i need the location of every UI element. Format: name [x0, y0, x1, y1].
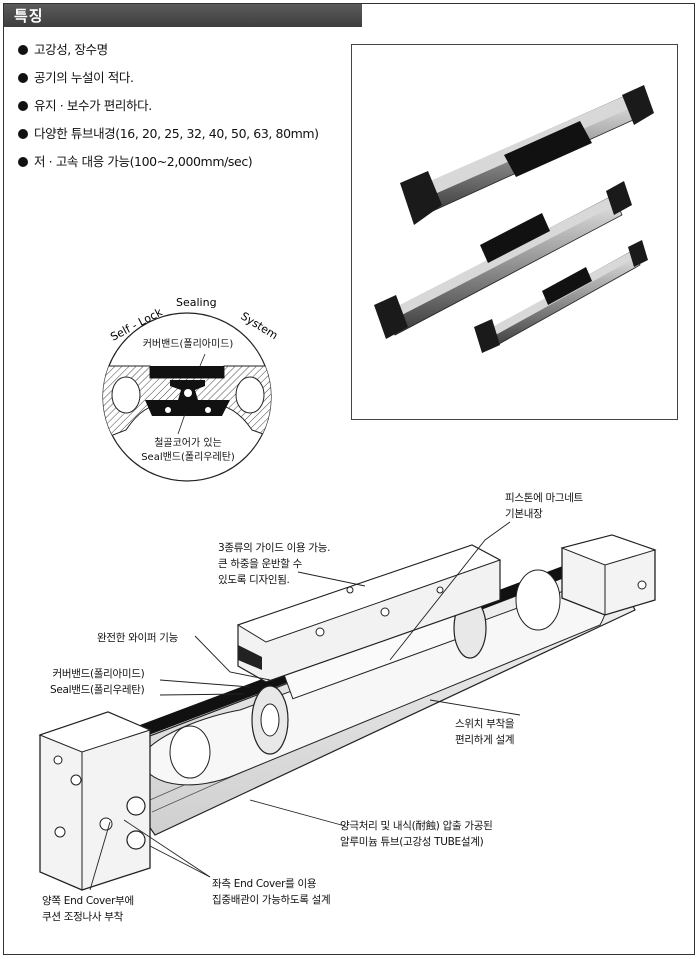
section-header: 특징: [4, 4, 362, 27]
bullet-icon: [18, 45, 28, 55]
seal-leader-line: [177, 413, 186, 435]
product-photo: [351, 44, 678, 420]
feature-item: 공기의 누설이 적다.: [18, 70, 319, 98]
feature-item: 저 · 고속 대응 가능(100~2,000mm/sec): [18, 154, 319, 182]
feature-item: 유지 · 보수가 편리하다.: [18, 98, 319, 126]
port-lower: [126, 830, 146, 850]
arc-word-sealing: Sealing: [176, 296, 217, 309]
callout-bands: 커버밴드(폴리아미드) Seal밴드(폴리우레탄): [50, 668, 145, 696]
cover-band-label: 커버밴드(폴리아미드): [142, 339, 234, 350]
callout-wiper: 완전한 와이퍼 기능: [97, 632, 178, 644]
seal-band: [145, 380, 230, 416]
bullet-icon: [18, 129, 28, 139]
bullet-icon: [18, 73, 28, 83]
callout-guide: 3종류의 가이드 이용 가능. 큰 하중을 운반할 수 있도록 디자인됨.: [218, 542, 331, 586]
callout-piping: 좌측 End Cover를 이용 집중배관이 가능하도록 설계: [212, 878, 331, 906]
seal-band-label: 철골코어가 있는 Seal밴드(폴리우레탄): [141, 438, 235, 463]
bullet-icon: [18, 101, 28, 111]
page-frame: [3, 3, 695, 955]
callout-tube: 양극처리 및 내식(耐蝕) 압출 가공된 알루미늄 튜브(고강성 TUBE설계): [340, 820, 493, 848]
leader-lines: [89, 521, 521, 891]
section-title: 특징: [14, 7, 44, 25]
feature-item: 다양한 튜브내경(16, 20, 25, 32, 40, 50, 63, 80m…: [18, 126, 319, 154]
callout-piston-magnet: 피스톤에 마그네트 기본내장: [505, 492, 583, 520]
feature-item: 고강성, 장수명: [18, 42, 319, 70]
callout-switch: 스위치 부착을 편리하게 설계: [455, 718, 515, 746]
port-upper: [126, 796, 146, 816]
cover-leader-line: [199, 353, 206, 367]
feature-list: 고강성, 장수명 공기의 누설이 적다. 유지 · 보수가 편리하다. 다양한 …: [18, 42, 319, 182]
bullet-icon: [18, 157, 28, 167]
callout-cushion: 양쪽 End Cover부에 쿠션 조정나사 부착: [42, 895, 134, 923]
cylinder-photo-illustration: [374, 85, 654, 353]
cover-band: [150, 366, 224, 378]
